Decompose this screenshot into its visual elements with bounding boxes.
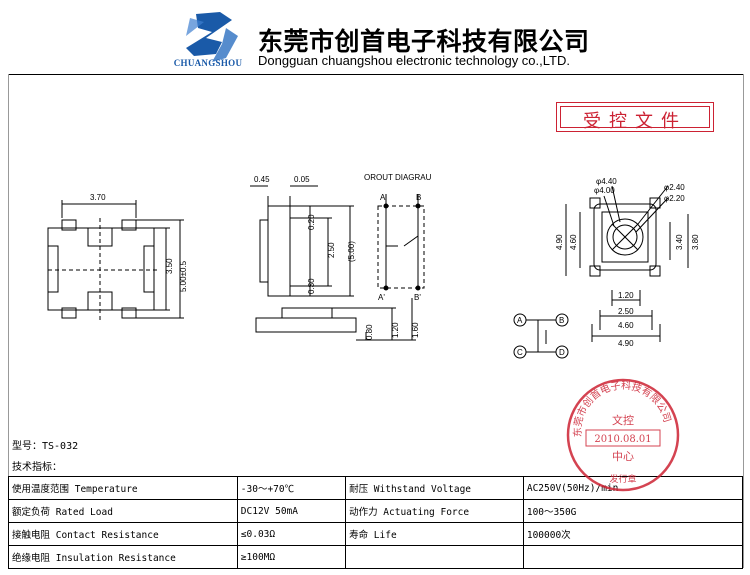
circuit-pin-b2: B'	[414, 293, 421, 302]
pcb-dim-120: 1.20	[618, 291, 634, 300]
sch-pin-a: A	[517, 316, 523, 325]
dim-side-045: 0.45	[254, 175, 270, 184]
stamp-inner-border	[560, 106, 710, 128]
logo-text: CHUANGSHOU	[173, 58, 243, 68]
circuit-diagram	[377, 194, 425, 291]
table-row: 接触电阻 Contact Resistance ≤0.03Ω 寿命 Life 1…	[8, 522, 744, 546]
pcb-dim-490v: 4.90	[555, 234, 564, 250]
dim-side-160: 1.60	[411, 322, 420, 338]
spec-label: 使用温度范围 Temperature	[8, 476, 238, 500]
circuit-pin-a: A	[380, 193, 386, 202]
dim-side-020: 0.20	[307, 214, 316, 230]
pcb-dim-340: 3.40	[675, 234, 684, 250]
pcb-dim-440: φ4.40	[596, 177, 617, 186]
pcb-dim-240: φ2.40	[664, 183, 685, 192]
svg-text:文控: 文控	[612, 413, 634, 427]
spec-label: 寿命 Life	[345, 522, 524, 546]
sch-pin-b: B	[559, 316, 564, 325]
spec-value: 100000次	[522, 522, 744, 546]
circuit-title: OROUT DIAGRAU	[364, 173, 432, 182]
stamp-text: 受控文件	[583, 111, 687, 132]
spec-value: DC12V 50mA	[236, 499, 347, 523]
spec-value: ≤0.03Ω	[236, 522, 347, 546]
company-name-en: Dongguan chuangshou electronic technolog…	[258, 53, 570, 68]
svg-text:2010.08.01: 2010.08.01	[594, 434, 651, 445]
technical-drawing: 3.70 3.50 5.00±0.5 0.45 0.05 0.20 2.50 (…	[47, 173, 700, 359]
dim-side-030: 0.30	[307, 278, 316, 294]
spec-label: 绝缘电阻 Insulation Resistance	[8, 545, 238, 569]
sch-pin-d: D	[559, 348, 565, 357]
svg-text:东莞市创首电子科技有限公司: 东莞市创首电子科技有限公司	[571, 379, 672, 438]
dim-height-b: 5.00±0.5	[179, 260, 188, 292]
pcb-footprint	[565, 185, 689, 342]
svg-text:发行章: 发行章	[609, 473, 636, 485]
controlled-document-stamp: 受控文件	[556, 102, 714, 132]
spec-label: 动作力 Actuating Force	[345, 499, 524, 523]
circuit-pin-b: B	[416, 193, 421, 202]
dim-top-width: 3.70	[90, 193, 106, 202]
pcb-dim-250: 2.50	[618, 307, 634, 316]
pcb-dim-380: 3.80	[691, 234, 700, 250]
dim-side-120: 1.20	[391, 322, 400, 338]
dim-side-005: 0.05	[294, 175, 310, 184]
spec-title: 技术指标：	[12, 462, 62, 473]
svg-text:中心: 中心	[612, 450, 634, 463]
table-row: 额定负荷 Rated Load DC12V 50mA 动作力 Actuating…	[8, 499, 744, 523]
spec-label: 耐压 Withstand Voltage	[345, 476, 524, 500]
dim-side-500: (5.00)	[347, 241, 356, 262]
dim-height-a: 3.50	[165, 258, 174, 274]
frame-left-border	[8, 74, 9, 568]
spec-label: 接触电阻 Contact Resistance	[8, 522, 238, 546]
company-name-cn: 东莞市创首电子科技有限公司	[258, 27, 590, 56]
pcb-dim-490h: 4.90	[618, 339, 634, 348]
pcb-dim-220: φ2.20	[664, 194, 685, 203]
header-divider	[8, 74, 743, 75]
side-view	[250, 185, 416, 341]
spec-value: ≥100MΩ	[236, 545, 347, 569]
pcb-dim-400: φ4.00	[594, 186, 615, 195]
circuit-pin-a2: A'	[378, 293, 385, 302]
pcb-dim-460v: 4.60	[569, 234, 578, 250]
dim-side-250: 2.50	[327, 242, 336, 258]
spec-label: 额定负荷 Rated Load	[8, 499, 238, 523]
company-seal: 东莞市创首电子科技有限公司 文控 2010.08.01 中心 发行章	[566, 379, 680, 492]
top-view	[47, 200, 184, 320]
model-number: 型号：TS-032	[12, 441, 79, 452]
spec-value	[522, 545, 744, 569]
spec-value: 100～350G	[522, 499, 744, 523]
frame-right-border	[743, 74, 744, 568]
switch-schematic	[513, 313, 569, 359]
company-logo-icon	[186, 12, 238, 62]
spec-value: -30～+70℃	[236, 476, 347, 500]
spec-label	[345, 545, 524, 569]
table-row: 绝缘电阻 Insulation Resistance ≥100MΩ	[8, 545, 744, 569]
dim-side-080: 0.80	[365, 324, 374, 340]
sch-pin-c: C	[517, 348, 523, 357]
pcb-dim-460h: 4.60	[618, 321, 634, 330]
